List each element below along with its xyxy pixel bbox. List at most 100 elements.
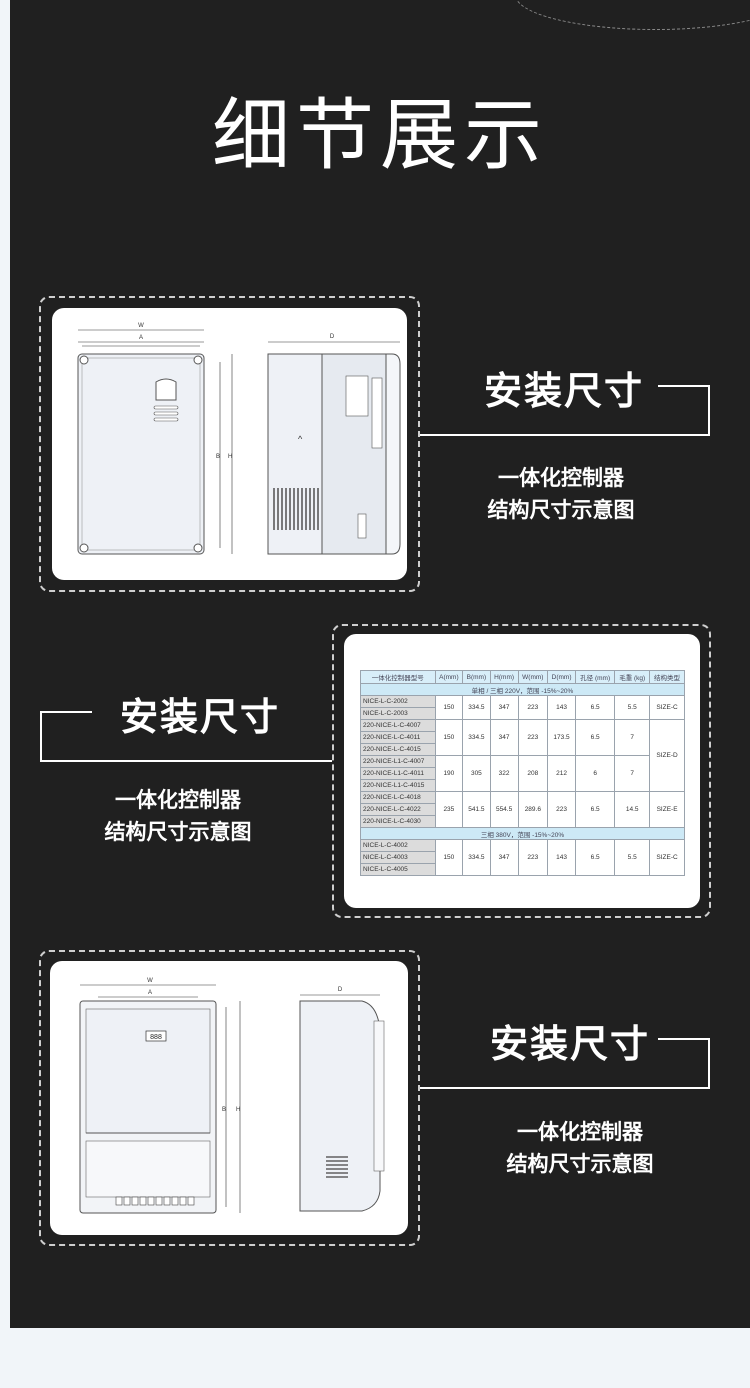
value-cell: 190 bbox=[434, 755, 464, 792]
dimension-drawing-3: W A 888 B H D bbox=[50, 961, 408, 1235]
value-cell: 6.5 bbox=[575, 791, 616, 828]
section-label-1: 安装尺寸 bbox=[484, 369, 645, 413]
model-cell: NICE-L-C-4005 bbox=[360, 863, 436, 876]
table-row: 220-NICE-L-C-4007 150 334.5 347 223 173.… bbox=[360, 719, 685, 792]
table-row: 220-NICE-L-C-4022 bbox=[360, 803, 685, 816]
connector-line-2-vertical bbox=[40, 711, 42, 762]
connector-line-1-vertical bbox=[708, 385, 710, 436]
sub-line-1a: 一体化控制器 bbox=[498, 466, 624, 490]
size-cell: SIZE-D bbox=[649, 719, 685, 792]
size-cell: SIZE-C bbox=[649, 695, 685, 720]
svg-text:H: H bbox=[228, 454, 232, 460]
model-cell: NICE-L-C-2002 bbox=[360, 695, 436, 708]
th-b: B(mm) bbox=[462, 670, 491, 684]
open-front-side-drawing: W A 888 B H D bbox=[79, 978, 385, 1214]
value-cell: 14.5 bbox=[614, 791, 651, 828]
value-cell: 173.5 bbox=[547, 719, 577, 756]
value-cell: 6 bbox=[575, 755, 616, 792]
table-row: NICE-L-C-4003 bbox=[360, 851, 685, 864]
dimension-drawing-1: W A B H D ^ bbox=[52, 308, 407, 580]
table-row: 220-NICE-L-C-4015 bbox=[360, 743, 685, 756]
value-cell: 305 bbox=[462, 755, 491, 792]
model-cell: 220-NICE-L1-C-4007 bbox=[360, 755, 436, 768]
sub-line-3a: 一体化控制器 bbox=[517, 1120, 643, 1144]
value-cell: 5.5 bbox=[614, 695, 651, 720]
value-cell: 150 bbox=[434, 839, 464, 876]
sub-line-3b: 结构尺寸示意图 bbox=[506, 1152, 654, 1176]
value-cell: 150 bbox=[434, 695, 464, 720]
table-row: 220-NICE-L1-C-4011 bbox=[360, 767, 685, 780]
section-sub-2: 一体化控制器 结构尺寸示意图 bbox=[88, 784, 268, 848]
image-frame-2 bbox=[332, 624, 711, 918]
model-cell: 220-NICE-L-C-4007 bbox=[360, 719, 436, 732]
th-hole: 孔径 (mm) bbox=[575, 670, 616, 684]
th-h: H(mm) bbox=[489, 670, 519, 684]
value-cell: 7 bbox=[614, 719, 651, 756]
front-side-view-drawing: W A B H D ^ bbox=[77, 323, 401, 555]
connector-line-3-top bbox=[658, 1038, 710, 1040]
value-cell: 554.5 bbox=[489, 791, 519, 828]
connector-line-1-top bbox=[658, 385, 710, 387]
sub-line-2b: 结构尺寸示意图 bbox=[104, 820, 252, 844]
svg-text:B: B bbox=[216, 454, 220, 460]
value-cell: 223 bbox=[517, 839, 549, 876]
value-cell: 150 bbox=[434, 719, 464, 756]
value-cell: 6.5 bbox=[575, 719, 616, 756]
value-cell: 143 bbox=[547, 839, 577, 876]
band-220v: 单相 / 三相 220V，范围 -15%~20% bbox=[360, 683, 685, 696]
value-cell: 5.5 bbox=[614, 839, 651, 876]
band-380v: 三相 380V，范围 -15%~20% bbox=[360, 827, 685, 840]
connector-line-2 bbox=[40, 760, 332, 762]
size-cell: SIZE-E bbox=[649, 791, 685, 828]
model-cell: 220-NICE-L1-C-4011 bbox=[360, 767, 436, 780]
value-cell: 6.5 bbox=[575, 839, 616, 876]
value-cell: 7 bbox=[614, 755, 651, 792]
table-row: 220-NICE-L-C-4030 bbox=[360, 815, 685, 828]
table-row: 220-NICE-L-C-4018 235 541.5 554.5 289.6 … bbox=[360, 791, 685, 828]
value-cell: 347 bbox=[489, 719, 519, 756]
th-a: A(mm) bbox=[434, 670, 464, 684]
model-cell: 220-NICE-L-C-4018 bbox=[360, 791, 436, 804]
value-cell: 322 bbox=[489, 755, 519, 792]
th-d: D(mm) bbox=[547, 670, 577, 684]
section-sub-3: 一体化控制器 结构尺寸示意图 bbox=[490, 1116, 670, 1180]
table-row: NICE-L-C-4005 bbox=[360, 863, 685, 876]
section-label-3: 安装尺寸 bbox=[490, 1022, 651, 1066]
table-row: NICE-L-C-2002 150 334.5 347 223 143 6.5 … bbox=[360, 695, 685, 720]
model-cell: NICE-L-C-2003 bbox=[360, 707, 436, 720]
value-cell: 334.5 bbox=[462, 839, 491, 876]
svg-text:A: A bbox=[148, 990, 152, 996]
value-cell: 223 bbox=[517, 695, 549, 720]
value-cell: 208 bbox=[517, 755, 549, 792]
value-cell: 347 bbox=[489, 839, 519, 876]
model-cell: 220-NICE-L-C-4022 bbox=[360, 803, 436, 816]
page-title: 细节展示 bbox=[211, 91, 548, 181]
svg-text:H: H bbox=[236, 1107, 240, 1113]
model-cell: NICE-L-C-4002 bbox=[360, 839, 436, 852]
value-cell: 212 bbox=[547, 755, 577, 792]
section-label-2: 安装尺寸 bbox=[120, 695, 281, 739]
value-cell: 334.5 bbox=[462, 719, 491, 756]
spec-table: 一体化控制器型号 A(mm) B(mm) H(mm) W(mm) D(mm) 孔… bbox=[360, 670, 685, 876]
th-type: 结构类型 bbox=[649, 670, 685, 684]
model-cell: NICE-L-C-4003 bbox=[360, 851, 436, 864]
value-cell: 289.6 bbox=[517, 791, 549, 828]
connector-line-1 bbox=[420, 434, 710, 436]
sub-line-1b: 结构尺寸示意图 bbox=[487, 498, 635, 522]
model-cell: 220-NICE-L-C-4015 bbox=[360, 743, 436, 756]
table-row: NICE-L-C-4002 150 334.5 347 223 143 6.5 … bbox=[360, 839, 685, 876]
value-cell: 223 bbox=[547, 791, 577, 828]
model-cell: 220-NICE-L-C-4030 bbox=[360, 815, 436, 828]
detail-panel: 细节展示 W A B H D bbox=[10, 0, 750, 1328]
table-row: 220-NICE-L-C-4011 bbox=[360, 731, 685, 744]
connector-line-2-top bbox=[40, 711, 92, 713]
value-cell: 541.5 bbox=[462, 791, 491, 828]
svg-text:D: D bbox=[330, 334, 335, 340]
image-frame-3 bbox=[39, 950, 420, 1246]
svg-text:B: B bbox=[222, 1107, 226, 1113]
svg-text:A: A bbox=[139, 335, 143, 341]
connector-line-3-vertical bbox=[708, 1038, 710, 1089]
decorative-arc bbox=[515, 0, 750, 30]
svg-text:W: W bbox=[138, 323, 144, 329]
svg-text:888: 888 bbox=[150, 1034, 162, 1041]
